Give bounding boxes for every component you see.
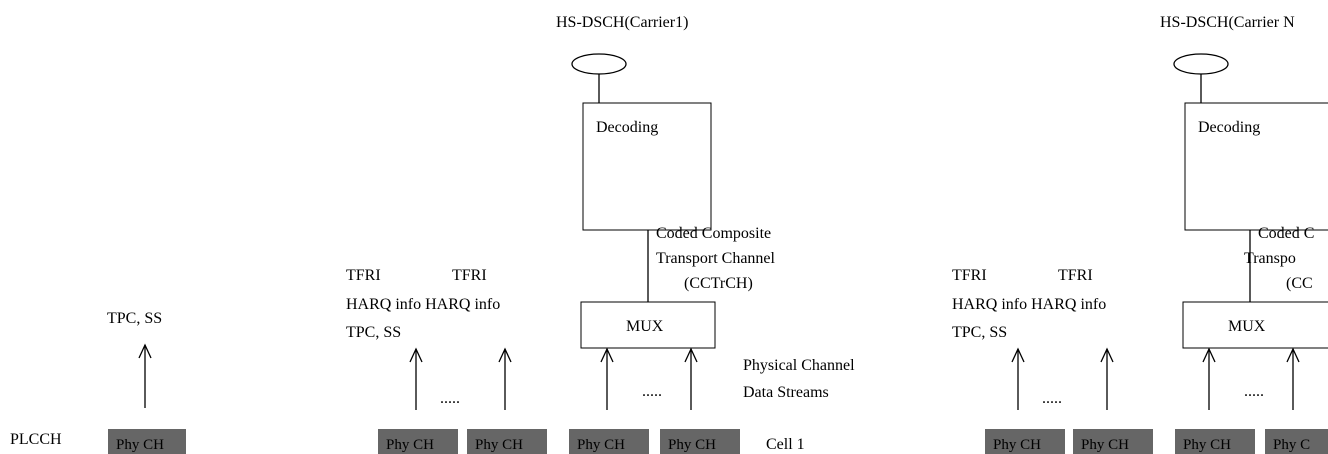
cell1-phy-ch-label-2: Phy CH — [475, 437, 523, 453]
plcch-phy-ch-label: Phy CH — [116, 437, 164, 453]
cellN-arrow-3 — [1202, 347, 1216, 410]
cellN-phy-ch-label-1: Phy CH — [993, 437, 1041, 453]
cell1-mux-label: MUX — [626, 318, 664, 335]
cell1-phy-ch-label-1: Phy CH — [386, 437, 434, 453]
cellN-phy-ch-box-1 — [985, 429, 1065, 454]
cell1-cctrch-line1: Coded Composite — [656, 225, 771, 242]
cellN-cctrch-line1: Coded C — [1258, 225, 1314, 242]
cellN-ellipsis-b: ..... — [1244, 383, 1264, 400]
cellN-cctrch-line3: (CC — [1286, 275, 1313, 292]
cellN-ellipsis-a: ..... — [1042, 390, 1062, 407]
cell1-phy-ch-box-2 — [467, 429, 547, 454]
cell1-arrow-1 — [409, 347, 423, 410]
cellN-hsdsch-label: HS-DSCH(Carrier N — [1160, 14, 1295, 31]
plcch-group: PLCCH TPC, SS Phy CH — [10, 310, 186, 454]
cell1-harq-info: HARQ info HARQ info — [346, 296, 500, 313]
cellN-hsdsch-channel-icon — [1173, 53, 1229, 75]
cell1-hsdsch-channel-icon — [571, 53, 627, 75]
cellN-mux-box — [1182, 301, 1328, 349]
cell1-tpc-ss: TPC, SS — [346, 324, 401, 341]
cellN-phy-ch-label-4: Phy C — [1273, 437, 1310, 453]
cellN-arrow-4 — [1286, 347, 1300, 410]
cellN-arrow-2 — [1100, 347, 1114, 410]
cell1-physical-channel-label: Physical Channel — [743, 357, 855, 374]
plcch-label: PLCCH — [10, 431, 62, 448]
cell1-arrow-4 — [684, 347, 698, 410]
cell1-hsdsch-label: HS-DSCH(Carrier1) — [556, 14, 688, 31]
cell1-decoding-label: Decoding — [596, 119, 658, 136]
cellN-phy-ch-box-3 — [1175, 429, 1255, 454]
cell1-cctrch-line3: (CCTrCH) — [684, 275, 753, 292]
plcch-phy-ch-box — [108, 429, 186, 454]
plcch-tpc-ss-label: TPC, SS — [107, 310, 162, 327]
cell1-phy-ch-box-4 — [660, 429, 740, 454]
cell1-phy-ch-label-4: Phy CH — [668, 437, 716, 453]
cellN-phy-ch-box-4 — [1265, 429, 1328, 454]
cell1-tfri-b: TFRI — [452, 267, 487, 284]
cellN-decoding-label: Decoding — [1198, 119, 1260, 136]
cell1-ellipsis-b: ..... — [642, 383, 662, 400]
cellN-tpc-ss: TPC, SS — [952, 324, 1007, 341]
cell1-data-streams-label: Data Streams — [743, 384, 829, 401]
cell1-cctrch-line2: Transport Channel — [656, 250, 776, 267]
cellN-tfri-b: TFRI — [1058, 267, 1093, 284]
cell1-decoding-box — [582, 102, 712, 231]
cell1-phy-ch-box-1 — [378, 429, 458, 454]
cell1-phy-ch-box-3 — [569, 429, 649, 454]
cellN-phy-ch-label-3: Phy CH — [1183, 437, 1231, 453]
cell1-group: HS-DSCH(Carrier1) Decoding Coded Composi… — [346, 14, 855, 454]
cell1-arrow-3 — [600, 347, 614, 410]
cellN-phy-ch-label-2: Phy CH — [1081, 437, 1129, 453]
cellN-tfri-a: TFRI — [952, 267, 987, 284]
cellN-cctrch-line2: Transpo — [1244, 250, 1296, 267]
cell1-tfri-a: TFRI — [346, 267, 381, 284]
cell1-phy-ch-label-3: Phy CH — [577, 437, 625, 453]
plcch-arrow — [138, 343, 152, 408]
cellN-mux-label: MUX — [1228, 318, 1266, 335]
cell1-mux-box — [580, 301, 716, 349]
cell1-ellipsis-a: ..... — [440, 390, 460, 407]
cellN-decoding-box — [1184, 102, 1328, 231]
cellN-harq-info: HARQ info HARQ info — [952, 296, 1106, 313]
cell1-arrow-2 — [498, 347, 512, 410]
cellN-arrow-1 — [1011, 347, 1025, 410]
cellN-group: HS-DSCH(Carrier N Decoding Coded C Trans… — [952, 14, 1328, 454]
cell1-label: Cell 1 — [766, 436, 805, 453]
cellN-phy-ch-box-2 — [1073, 429, 1153, 454]
